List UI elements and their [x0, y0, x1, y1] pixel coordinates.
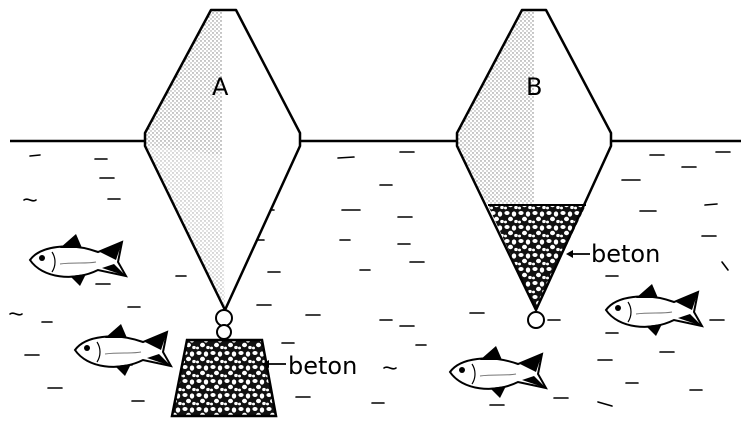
- concrete-fill-b: [488, 205, 586, 310]
- fish-2: [74, 323, 172, 377]
- buoy-a-weight-label: beton: [288, 352, 357, 380]
- concrete-weight-a: [170, 338, 278, 418]
- fish-1: [29, 233, 127, 287]
- buoy-b-weight-label: beton: [591, 240, 660, 268]
- chain-link: [527, 311, 545, 329]
- fish-3: [449, 345, 547, 399]
- buoy-a-label: A: [212, 73, 229, 101]
- buoy-b-label: B: [526, 73, 542, 101]
- buoy-a: A beton: [143, 8, 357, 418]
- chain-link: [215, 309, 233, 327]
- fish-4: [605, 283, 703, 337]
- buoy-b: B beton: [455, 8, 660, 329]
- chain-link: [216, 324, 232, 340]
